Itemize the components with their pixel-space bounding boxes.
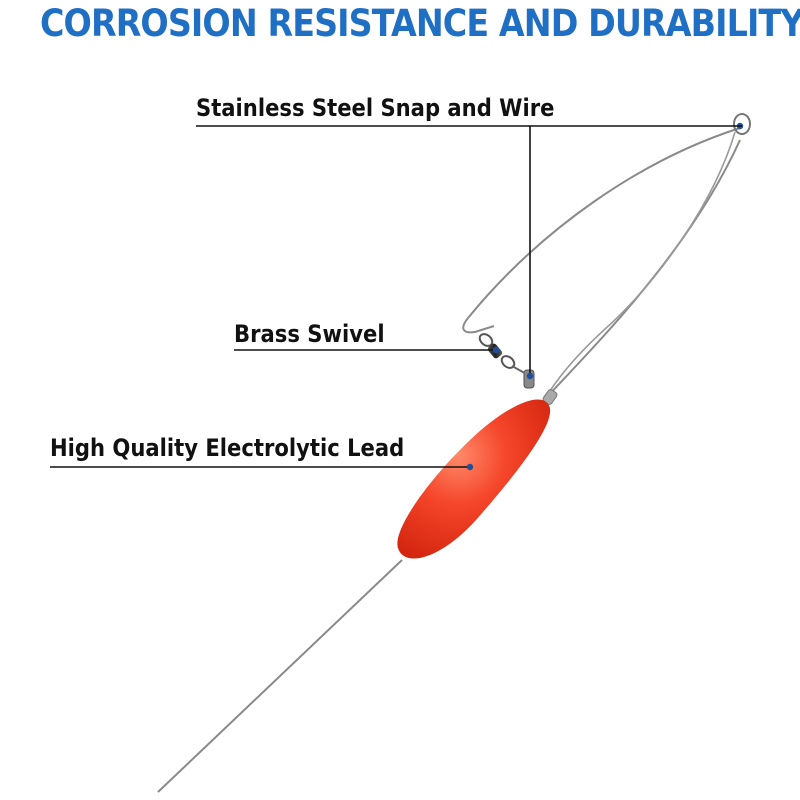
headline: CORROSION RESISTANCE AND DURABILITY xyxy=(40,2,800,45)
marker-dot-swivel xyxy=(492,346,500,354)
callout-swivel-leader xyxy=(234,346,500,354)
callout-snap-wire-label: Stainless Steel Snap and Wire xyxy=(196,94,555,122)
marker-dot-wire xyxy=(526,372,534,380)
lead-weight-icon xyxy=(397,399,551,559)
callout-snap-wire-leader xyxy=(196,125,742,380)
leader-wire xyxy=(157,559,403,793)
snap-clip-icon xyxy=(733,113,751,135)
brass-swivel-icon xyxy=(478,333,535,389)
callout-lead-leader xyxy=(50,463,474,471)
marker-dot-lead xyxy=(466,463,474,471)
spreader-wire-inner xyxy=(547,131,736,395)
callout-swivel-label: Brass Swivel xyxy=(234,320,385,348)
callout-lead-label: High Quality Electrolytic Lead xyxy=(50,434,405,462)
spreader-wire-outer xyxy=(462,127,741,334)
